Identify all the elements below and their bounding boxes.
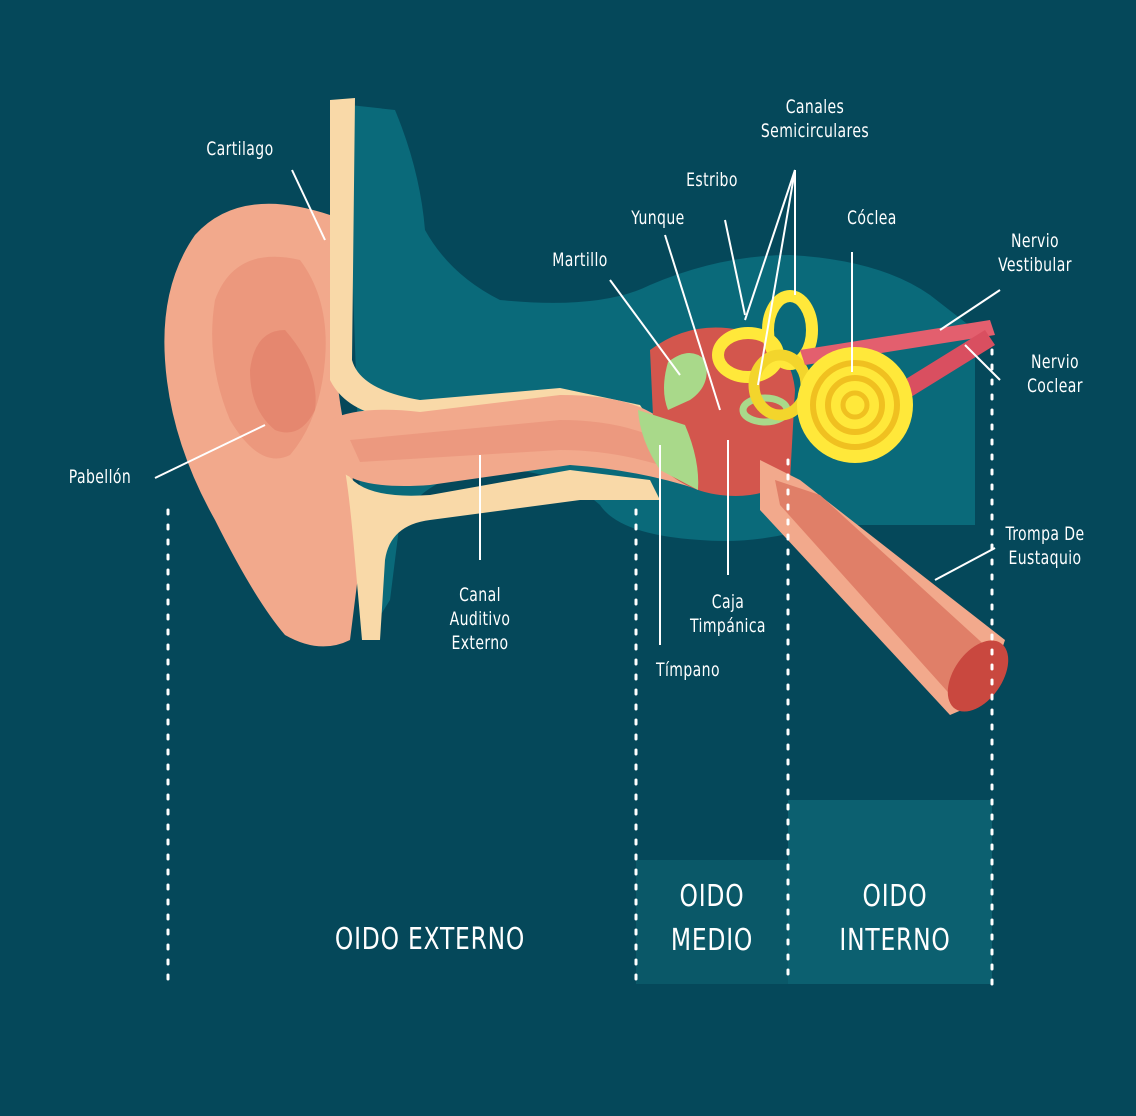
ear-canal-shade	[350, 420, 660, 465]
label-martillo: Martillo	[552, 249, 608, 271]
cartilage-lower	[345, 470, 660, 640]
region-dividers	[166, 348, 994, 987]
label-canales-semicirculares: Canales Semicirculares	[760, 96, 870, 142]
pinna-concha	[250, 330, 316, 433]
label-estribo: Estribo	[686, 169, 738, 191]
region-oido-externo: OIDO EXTERNO	[334, 922, 526, 957]
label-timpano: Tímpano	[656, 659, 720, 681]
label-coclea: Cóclea	[847, 207, 897, 229]
cochlea-spiral-4	[840, 390, 870, 420]
eustachian-tube-opening	[947, 640, 1009, 712]
label-yunque: Yunque	[631, 207, 685, 229]
label-cartilago: Cartilago	[206, 138, 274, 160]
label-caja-timpanica: Caja Timpánica	[690, 591, 766, 637]
region-oido-interno: OIDO INTERNO	[839, 879, 951, 958]
label-nervio-vestibular: Nervio Vestibular	[998, 230, 1072, 276]
middle-ear-panel	[636, 860, 788, 984]
cochlea-spiral-3	[825, 375, 885, 435]
region-oido-medio: OIDO MEDIO	[670, 879, 754, 958]
cartilage-strip	[330, 98, 650, 420]
inner-ear-panel	[788, 800, 992, 984]
label-pabellon: Pabellón	[68, 466, 132, 488]
tympanic-membrane	[638, 410, 699, 490]
leader-lines	[154, 169, 1001, 645]
label-canal-auditivo-externo: Canal Auditivo Externo	[449, 584, 511, 654]
cochlea-spiral-2	[810, 360, 900, 450]
label-nervio-coclear: Nervio Coclear	[1027, 351, 1083, 397]
eustachian-tube-inner	[775, 480, 990, 700]
label-trompa-de-eustaquio: Trompa De Eustaquio	[1005, 523, 1085, 569]
